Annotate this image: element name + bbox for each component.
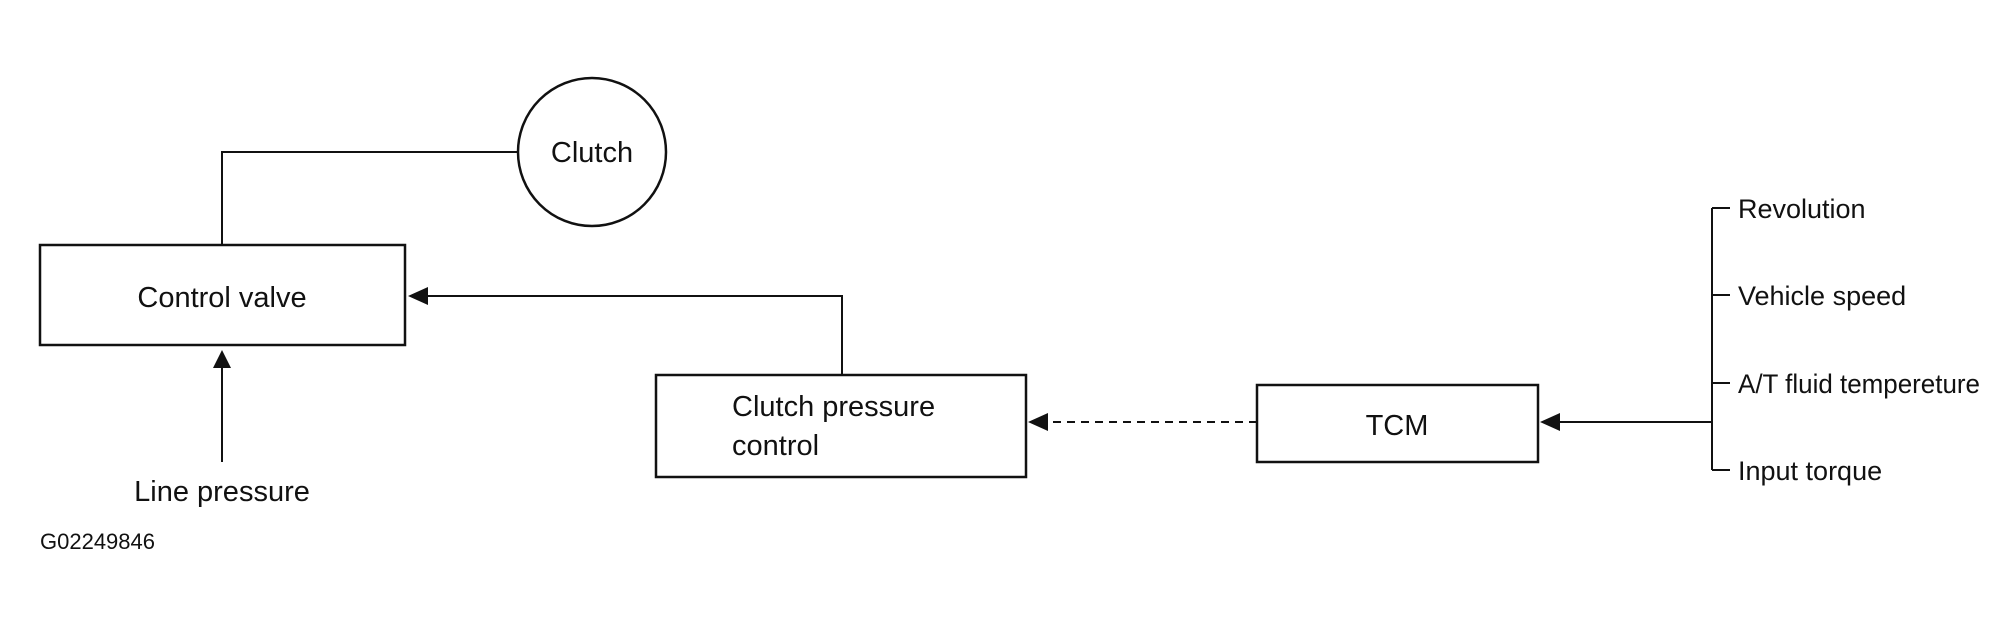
clutch-circle (516, 76, 668, 228)
pressure-control-to-valve-arrowhead (408, 287, 428, 305)
tcm-box (1255, 383, 1540, 464)
input-fluid-temperature-label: A/T fluid tempereture (1738, 369, 1980, 399)
clutch-pressure-control-label-line2: control (732, 430, 819, 462)
line-pressure-arrowhead (213, 350, 231, 368)
tcm-node: TCM (1255, 383, 1540, 464)
figure-id: G02249846 (40, 529, 155, 554)
tcm-label: TCM (1366, 410, 1429, 442)
tcm-to-pressure-control-arrow (1028, 413, 1257, 431)
line-pressure-label: Line pressure (134, 476, 310, 508)
inputs-to-tcm-arrowhead (1540, 413, 1560, 431)
clutch-node: Clutch (221, 76, 668, 245)
pressure-control-to-valve-arrow (408, 287, 843, 375)
clutch-to-valve-line (221, 151, 518, 245)
control-valve-box (38, 243, 407, 347)
input-input-torque-label: Input torque (1738, 456, 1882, 486)
sensor-inputs: Revolution Vehicle speed A/T fluid tempe… (1540, 194, 1980, 486)
clutch-label: Clutch (551, 137, 633, 169)
input-revolution-label: Revolution (1738, 194, 1866, 224)
control-valve-label: Control valve (137, 282, 306, 314)
input-vehicle-speed-label: Vehicle speed (1738, 281, 1906, 311)
clutch-pressure-control-node: Clutch pressure control (654, 373, 1028, 479)
pressure-control-to-valve-line (428, 295, 843, 375)
tcm-signal-arrowhead (1028, 413, 1048, 431)
clutch-pressure-control-label-line1: Clutch pressure (732, 391, 935, 423)
clutch-pressure-control-box (654, 373, 1028, 479)
control-valve-node: Control valve (38, 243, 407, 347)
line-pressure-input: Line pressure (134, 350, 310, 508)
